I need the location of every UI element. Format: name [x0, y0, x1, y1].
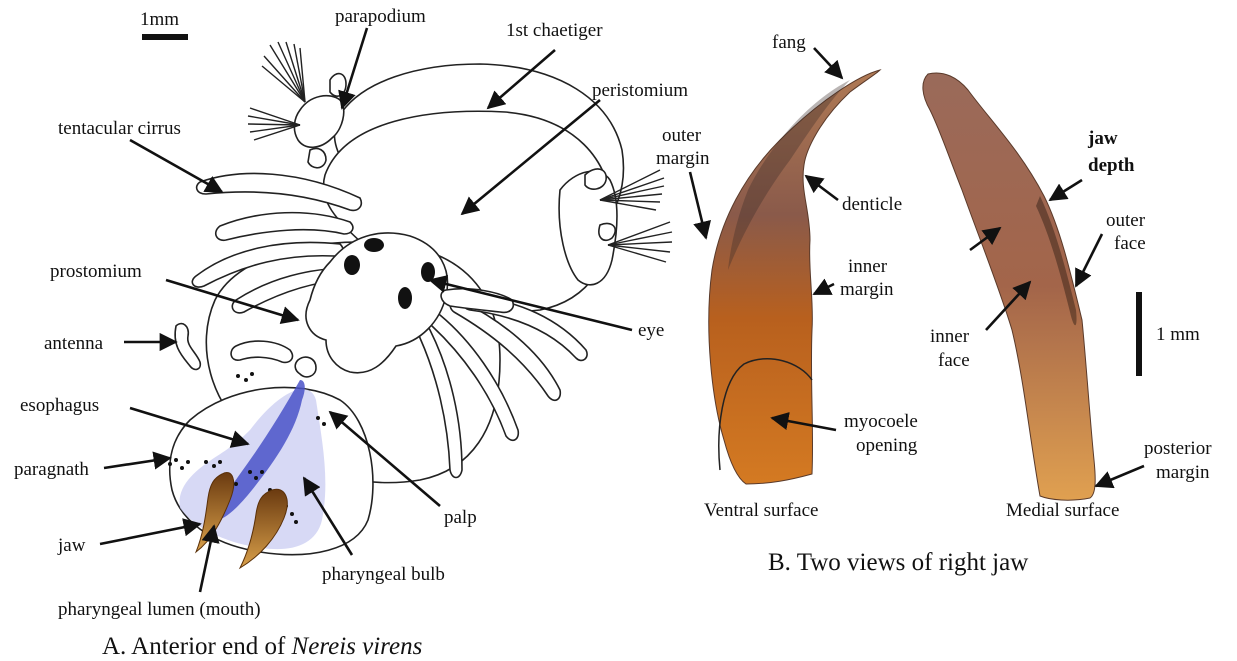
left-chaetae — [248, 42, 305, 140]
caption-a-species: Nereis virens — [291, 633, 423, 660]
label-denticle: denticle — [842, 194, 902, 215]
label-prostomium: prostomium — [50, 261, 142, 282]
label-ventral-surface: Ventral surface — [704, 500, 818, 521]
label-esophagus: esophagus — [20, 395, 99, 416]
caption-a-prefix: A. Anterior end of — [102, 633, 292, 660]
eye-spot — [364, 238, 384, 252]
label-outer-margin-1: outer — [662, 125, 702, 146]
scale-bar-b — [1136, 292, 1142, 376]
label-jaw: jaw — [57, 535, 86, 556]
label-eye: eye — [638, 320, 664, 341]
eye-spot — [398, 287, 412, 309]
label-pharyngeal-lumen: pharyngeal lumen (mouth) — [58, 599, 261, 620]
antenna-left — [175, 324, 200, 370]
label-fang: fang — [772, 32, 806, 53]
label-posterior-2: margin — [1156, 462, 1210, 483]
scale-bar-a — [142, 34, 188, 40]
label-medial-surface: Medial surface — [1006, 500, 1119, 521]
eye-spot — [344, 255, 360, 275]
label-outer-face-2: face — [1114, 233, 1146, 254]
scale-label-a: 1mm — [140, 9, 179, 30]
label-outer-face-1: outer — [1106, 210, 1146, 231]
label-tentacular-cirrus: tentacular cirrus — [58, 118, 181, 139]
label-jaw-depth-1: jaw — [1087, 128, 1118, 149]
label-peristomium: peristomium — [592, 80, 688, 101]
scale-label-b: 1 mm — [1156, 324, 1200, 345]
label-pharyngeal-bulb: pharyngeal bulb — [322, 564, 445, 585]
eye-spot — [421, 262, 435, 282]
label-inner-margin-1: inner — [848, 256, 888, 277]
label-outer-margin-2: margin — [656, 148, 710, 169]
panel-a-drawing — [142, 34, 672, 568]
label-inner-margin-2: margin — [840, 279, 894, 300]
label-chaetiger: 1st chaetiger — [506, 20, 603, 41]
label-myocoele-1: myocoele — [844, 411, 918, 432]
caption-a: A. Anterior end of Nereis virens — [102, 633, 422, 660]
label-antenna: antenna — [44, 333, 104, 354]
label-myocoele-2: opening — [856, 435, 918, 456]
label-posterior-1: posterior — [1144, 438, 1212, 459]
label-inner-face-1: inner — [930, 326, 970, 347]
label-jaw-depth-2: depth — [1088, 155, 1135, 176]
label-palp: palp — [444, 507, 477, 528]
caption-b: B. Two views of right jaw — [768, 549, 1028, 576]
label-inner-face-2: face — [938, 350, 970, 371]
label-parapodium: parapodium — [335, 6, 426, 27]
label-paragnath: paragnath — [14, 459, 89, 480]
